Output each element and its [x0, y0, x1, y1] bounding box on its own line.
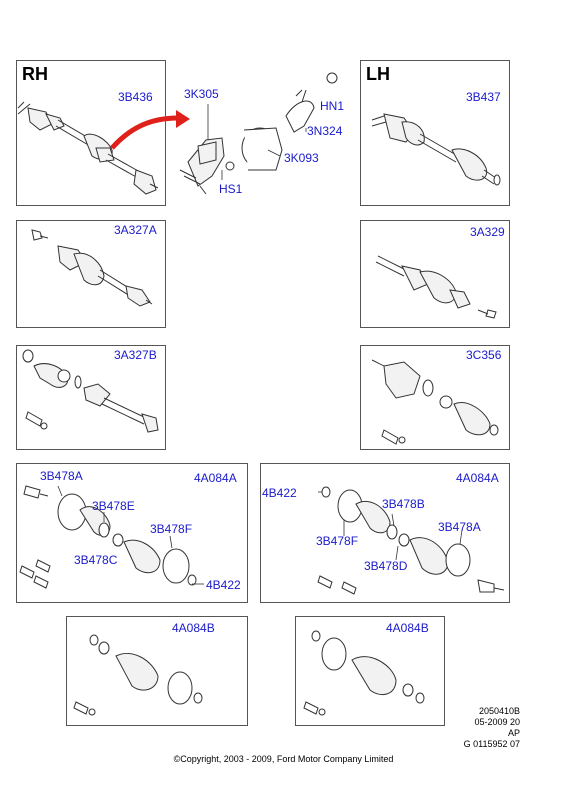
part-label-3b478e[interactable]: 3B478E [92, 499, 135, 513]
reference-block: 2050410B 05-2009 20 AP G 0115952 07 [420, 706, 520, 750]
rh-boot-kit-drawing [19, 485, 197, 589]
lh-halfshaft-drawing [371, 113, 501, 186]
part-label-hs1[interactable]: HS1 [219, 182, 243, 196]
part-label-4b422-rh[interactable]: 4B422 [206, 578, 241, 592]
part-label-3b478a-rh[interactable]: 3B478A [40, 469, 83, 483]
lh-boot-kit-drawing [317, 486, 505, 595]
part-label-3a327a[interactable]: 3A327A [114, 223, 157, 237]
lh-boot-kit-b-drawing [303, 630, 425, 716]
copyright-notice: ©Copyright, 2003 - 2009, Ford Motor Comp… [173, 754, 394, 764]
panel-rh-boot-kit-b [66, 616, 248, 726]
lh-side-label: LH [366, 64, 390, 84]
reference-line-4: G 0115952 07 [463, 739, 520, 749]
rh-halfshaft-drawing [17, 101, 159, 195]
panel-rh-boot-kit [16, 463, 248, 603]
part-label-3b478f-lh[interactable]: 3B478F [316, 534, 359, 548]
panel-lh-boot-kit [260, 463, 510, 603]
part-label-3b478c[interactable]: 3B478C [74, 553, 118, 567]
reference-line-2: 05-2009 20 [474, 717, 520, 727]
part-label-4a084b-rh[interactable]: 4A084B [172, 621, 215, 635]
part-label-3b478f-rh[interactable]: 3B478F [150, 522, 193, 536]
panel-lh-halfshaft [360, 60, 510, 206]
direction-arrow [110, 110, 190, 150]
lh-outer-joint-drawing [375, 255, 497, 319]
part-label-3k093[interactable]: 3K093 [284, 151, 319, 165]
part-label-3b478d[interactable]: 3B478D [364, 559, 408, 573]
part-label-3b437[interactable]: 3B437 [466, 90, 501, 104]
reference-line-1: 2050410B [478, 706, 520, 716]
part-label-3a327b[interactable]: 3A327B [114, 348, 157, 362]
rh-outer-joint-drawing [31, 229, 153, 307]
part-label-3b478a-lh[interactable]: 3B478A [438, 520, 481, 534]
part-label-4a084b-lh[interactable]: 4A084B [386, 621, 429, 635]
rh-inner-joint-drawing [22, 349, 159, 433]
part-label-3n324[interactable]: 3N324 [307, 124, 343, 138]
rh-side-label: RH [22, 64, 48, 84]
part-label-hn1[interactable]: HN1 [320, 99, 345, 113]
part-label-3b436[interactable]: 3B436 [118, 90, 153, 104]
part-label-3a329[interactable]: 3A329 [470, 225, 505, 239]
part-label-4a084a-lh[interactable]: 4A084A [456, 471, 499, 485]
part-label-4a084a-rh[interactable]: 4A084A [194, 471, 237, 485]
lh-inner-joint-drawing [371, 359, 499, 445]
bracket-drawing [179, 104, 235, 195]
part-label-3b478b[interactable]: 3B478B [382, 497, 425, 511]
reference-line-3: AP [507, 728, 520, 738]
part-label-4b422-lh[interactable]: 4B422 [262, 486, 297, 500]
bearing-drawing [241, 72, 338, 171]
rh-boot-kit-b-drawing [73, 634, 203, 716]
leader-lines [57, 485, 463, 585]
part-label-3k305[interactable]: 3K305 [184, 87, 219, 101]
part-label-3c356[interactable]: 3C356 [466, 348, 502, 362]
